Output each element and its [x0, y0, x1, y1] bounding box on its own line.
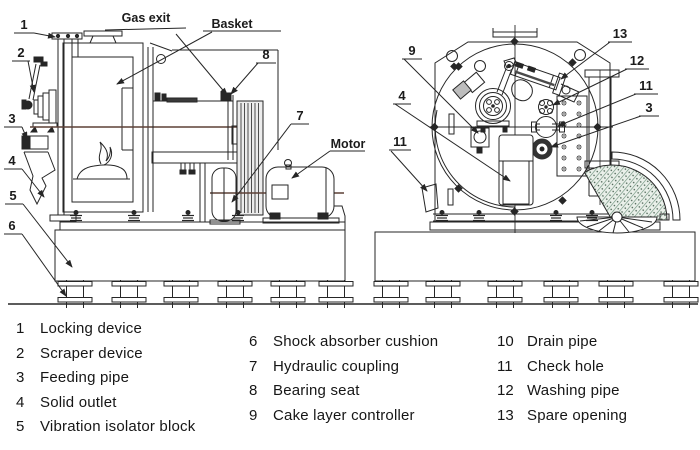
label-basket: Basket: [212, 17, 254, 31]
callout-9: 9: [408, 43, 415, 58]
legend-item-label: Check hole: [527, 357, 605, 375]
legend-item-label: Scraper device: [40, 344, 143, 362]
legend-item-number: 2: [16, 344, 25, 362]
legend-item: 2 Scraper device: [16, 345, 195, 370]
legend-column-1: 1 Locking device 2 Scraper device 3 Feeding…: [16, 320, 195, 443]
legend-item: 8 Bearing seat: [249, 382, 438, 407]
pulley-and-belt: [231, 100, 264, 216]
legend-item-number: 13: [497, 407, 514, 425]
legend-item-label: Spare opening: [527, 407, 628, 425]
callout-13: 13: [613, 26, 627, 41]
legend-item: 5 Vibration isolator block: [16, 418, 195, 443]
legend-column-2: 6 Shock absorber cushion 7 Hydraulic coupl…: [249, 333, 438, 432]
legend-item-label: Solid outlet: [40, 393, 117, 411]
callout-5: 5: [9, 188, 16, 203]
legend-item: 6 Shock absorber cushion: [249, 333, 438, 358]
scraper-flange-front: [475, 57, 518, 133]
bearing-seat: [151, 91, 241, 175]
callout-3: 3: [8, 111, 15, 126]
front-view: [374, 25, 696, 282]
fan-assembly: [576, 151, 681, 234]
legend-item-number: 8: [249, 382, 258, 400]
legend-item-label: Drain pipe: [527, 333, 598, 350]
legend-item-number: 6: [249, 333, 258, 350]
vibration-isolator-block: [54, 229, 346, 282]
washing-pipe-flange: [538, 99, 554, 115]
spare-opening-pipe: [509, 61, 580, 103]
callout-11-right: 11: [639, 78, 653, 93]
motor-body: [262, 159, 346, 224]
callout-4-front: 4: [398, 88, 406, 103]
legend-item-number: 5: [16, 418, 25, 435]
legend-item-label: Hydraulic coupling: [273, 357, 400, 375]
legend-item: 1 Locking device: [16, 320, 195, 345]
basket-chamber: [71, 56, 134, 203]
legend-item-label: Feeding pipe: [40, 369, 130, 386]
legend-item-label: Washing pipe: [527, 382, 620, 400]
legend-item: 9 Cake layer controller: [249, 407, 438, 432]
legend-item-label: Vibration isolator block: [40, 418, 196, 435]
legend-item-number: 12: [497, 382, 514, 400]
gas-exit-flange: [83, 30, 123, 37]
base-plate: [59, 221, 346, 231]
legend-item-number: 7: [249, 357, 258, 375]
legend-item-number: 4: [16, 393, 25, 411]
label-gas-exit: Gas exit: [122, 11, 171, 25]
callout-8: 8: [262, 47, 269, 62]
callout-11-left: 11: [393, 134, 407, 149]
check-hole-flap: [421, 183, 439, 213]
callout-6: 6: [8, 218, 15, 233]
label-motor: Motor: [331, 137, 366, 151]
legend-item-label: Cake layer controller: [273, 407, 415, 425]
callout-4: 4: [8, 153, 16, 168]
legend-item-number: 3: [16, 369, 25, 386]
callout-1: 1: [20, 17, 27, 32]
solid-outlet-front: [498, 134, 534, 206]
legend-item-number: 1: [16, 320, 25, 337]
cake-mound: [76, 164, 128, 180]
vibration-isolator-block-front: [374, 231, 696, 282]
legend-item-label: Bearing seat: [273, 382, 360, 400]
leader-lines: [4, 27, 659, 297]
legend-item: 13 Spare opening: [497, 407, 627, 432]
cake-layer-controller: [470, 127, 490, 154]
cake-squiggle: [98, 141, 113, 166]
legend-item: 10 Drain pipe: [497, 333, 627, 358]
legend-item-number: 10: [497, 333, 514, 350]
legend-item-label: Locking device: [40, 320, 143, 337]
callout-12: 12: [630, 53, 644, 68]
hydraulic-coupling: [209, 167, 241, 225]
drawing-canvas: 1 2 3 4 5 6 7 8 9 4 11 13 12 11 3 Gas ex…: [4, 11, 699, 309]
legend-item: 4 Solid outlet: [16, 394, 195, 419]
feeding-pipe-side: [21, 135, 49, 150]
base-plate-front: [429, 221, 661, 231]
feeding-pipe-front: [531, 138, 553, 160]
legend-column-3: 10 Drain pipe 11 Check hole 12 Washing pipe…: [497, 333, 627, 432]
legend-item-label: Shock absorber cushion: [273, 333, 439, 350]
legend-item: 12 Washing pipe: [497, 382, 627, 407]
scraper-device: [21, 56, 58, 133]
angled-valve: [450, 60, 486, 100]
legend-item-number: 9: [249, 407, 258, 425]
legend-item-number: 11: [497, 357, 513, 375]
legend-item: 7 Hydraulic coupling: [249, 358, 438, 383]
callout-3-front: 3: [645, 100, 652, 115]
callout-2: 2: [17, 45, 24, 60]
callout-7: 7: [296, 108, 303, 123]
legend-item: 3 Feeding pipe: [16, 369, 195, 394]
side-view: [21, 30, 346, 282]
legend-item: 11 Check hole: [497, 358, 627, 383]
